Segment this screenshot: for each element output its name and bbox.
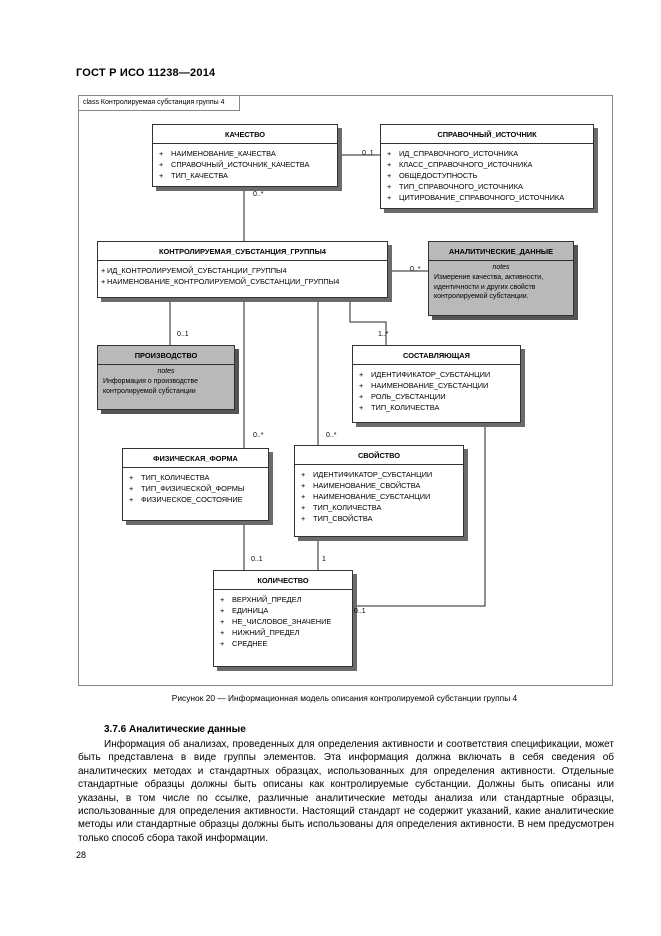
note-production-title: ПРОИЗВОДСТВО <box>98 346 234 365</box>
class-quantity[interactable]: КОЛИЧЕСТВО +ВЕРХНИЙ_ПРЕДЕЛ +ЕДИНИЦА +НЕ_… <box>213 570 353 667</box>
multiplicity-label: 0..* <box>253 191 264 198</box>
multiplicity-label: 0..1 <box>177 331 189 338</box>
document-title: ГОСТ Р ИСО 11238—2014 <box>76 67 216 79</box>
attribute: +НИЖНИЙ_ПРЕДЕЛ <box>220 628 300 637</box>
note-text: Измерение качества, активности, идентичн… <box>434 274 544 300</box>
class-group4-title: КОНТРОЛИРУЕМАЯ_СУБСТАНЦИЯ_ГРУППЫ4 <box>98 242 387 261</box>
figure-caption: Рисунок 20 — Информационная модель описа… <box>171 693 518 703</box>
attribute: +ИДЕНТИФИКАТОР_СУБСТАНЦИИ <box>359 370 491 379</box>
attribute: +НАИМЕНОВАНИЕ_СВОЙСТВА <box>301 481 421 490</box>
class-property-title: СВОЙСТВО <box>295 446 463 465</box>
attribute: +ЦИТИРОВАНИЕ_СПРАВОЧНОГО_ИСТОЧНИКА <box>387 193 565 202</box>
class-component[interactable]: СОСТАВЛЯЮЩАЯ +ИДЕНТИФИКАТОР_СУБСТАНЦИИ +… <box>352 345 521 423</box>
note-keyword: notes <box>492 264 510 271</box>
multiplicity-label: 0..1 <box>251 556 263 563</box>
attribute: +ТИП_КАЧЕСТВА <box>159 171 228 180</box>
attribute: +СПРАВОЧНЫЙ_ИСТОЧНИК_КАЧЕСТВА <box>159 160 310 169</box>
attribute: +ИДЕНТИФИКАТОР_СУБСТАНЦИИ <box>301 470 433 479</box>
note-keyword: notes <box>157 368 175 375</box>
attribute: +ВЕРХНИЙ_ПРЕДЕЛ <box>220 595 302 604</box>
attribute: +ЕДИНИЦА <box>220 606 269 615</box>
attribute: +РОЛЬ_СУБСТАНЦИИ <box>359 392 446 401</box>
class-physical-form-title: ФИЗИЧЕСКАЯ_ФОРМА <box>123 449 268 468</box>
assoc-group-component <box>349 297 387 345</box>
class-reference-source[interactable]: СПРАВОЧНЫЙ_ИСТОЧНИК +ИД_СПРАВОЧНОГО_ИСТО… <box>380 124 594 209</box>
multiplicity-label: 1..* <box>378 331 389 338</box>
assoc-component-quantity <box>352 422 486 607</box>
attribute: +ТИП_КОЛИЧЕСТВА <box>129 473 210 482</box>
attribute: +КЛАСС_СПРАВОЧНОГО_ИСТОЧНИКА <box>387 160 533 169</box>
class-quality[interactable]: КАЧЕСТВО +НАИМЕНОВАНИЕ_КАЧЕСТВА +СПРАВОЧ… <box>152 124 338 187</box>
attribute: +НАИМЕНОВАНИЕ_КОНТРОЛИРУЕМОЙ_СУБСТАНЦИИ_… <box>101 277 340 286</box>
attribute: +ТИП_КОЛИЧЕСТВА <box>359 403 440 412</box>
attribute: +ТИП_СВОЙСТВА <box>301 514 373 523</box>
note-text: Информация о производстве контролируемой… <box>103 378 199 395</box>
attribute: +НАИМЕНОВАНИЕ_СУБСТАНЦИИ <box>359 381 489 390</box>
section-heading: 3.7.6 Аналитические данные <box>104 724 246 735</box>
class-reference-source-title: СПРАВОЧНЫЙ_ИСТОЧНИК <box>381 125 593 144</box>
class-controlled-substance-group4[interactable]: КОНТРОЛИРУЕМАЯ_СУБСТАНЦИЯ_ГРУППЫ4 +ИД_КО… <box>97 241 388 298</box>
attribute: +ОБЩЕДОСТУПНОСТЬ <box>387 171 478 180</box>
attribute: +ТИП_КОЛИЧЕСТВА <box>301 503 382 512</box>
page-number: 28 <box>76 850 87 860</box>
attribute: +ТИП_ФИЗИЧЕСКОЙ_ФОРМЫ <box>129 484 245 493</box>
class-quantity-title: КОЛИЧЕСТВО <box>214 571 352 590</box>
multiplicity-label: 1 <box>322 556 326 563</box>
note-production[interactable]: ПРОИЗВОДСТВО notes Информация о производ… <box>97 345 235 410</box>
note-analytical-data[interactable]: АНАЛИТИЧЕСКИЕ_ДАННЫЕ notes Измерение кач… <box>428 241 574 316</box>
diagram-frame-label: class Контролируемая субстанция группы 4 <box>79 96 240 111</box>
multiplicity-label: 0..1 <box>354 608 366 615</box>
attribute: +НАИМЕНОВАНИЕ_СУБСТАНЦИИ <box>301 492 431 501</box>
note-analytical-title: АНАЛИТИЧЕСКИЕ_ДАННЫЕ <box>429 242 573 261</box>
class-component-title: СОСТАВЛЯЮЩАЯ <box>353 346 520 365</box>
attribute: +ТИП_СПРАВОЧНОГО_ИСТОЧНИКА <box>387 182 523 191</box>
multiplicity-label: 0..* <box>410 266 421 273</box>
attribute: +ИД_СПРАВОЧНОГО_ИСТОЧНИКА <box>387 149 519 158</box>
attribute: +НЕ_ЧИСЛОВОЕ_ЗНАЧЕНИЕ <box>220 617 332 626</box>
class-property[interactable]: СВОЙСТВО +ИДЕНТИФИКАТОР_СУБСТАНЦИИ +НАИМ… <box>294 445 464 537</box>
section-paragraph: Информация об анализах, проведенных для … <box>78 739 614 844</box>
attribute: +ФИЗИЧЕСКОЕ_СОСТОЯНИЕ <box>129 495 243 504</box>
attribute: +СРЕДНЕЕ <box>220 639 268 648</box>
attribute: +НАИМЕНОВАНИЕ_КАЧЕСТВА <box>159 149 276 158</box>
class-quality-title: КАЧЕСТВО <box>153 125 337 144</box>
multiplicity-label: 0..* <box>253 432 264 439</box>
attribute: +ИД_КОНТРОЛИРУЕМОЙ_СУБСТАНЦИИ_ГРУППЫ4 <box>101 266 287 275</box>
class-physical-form[interactable]: ФИЗИЧЕСКАЯ_ФОРМА +ТИП_КОЛИЧЕСТВА +ТИП_ФИ… <box>122 448 269 521</box>
multiplicity-label: 0..1 <box>362 150 374 157</box>
multiplicity-label: 0..* <box>326 432 337 439</box>
